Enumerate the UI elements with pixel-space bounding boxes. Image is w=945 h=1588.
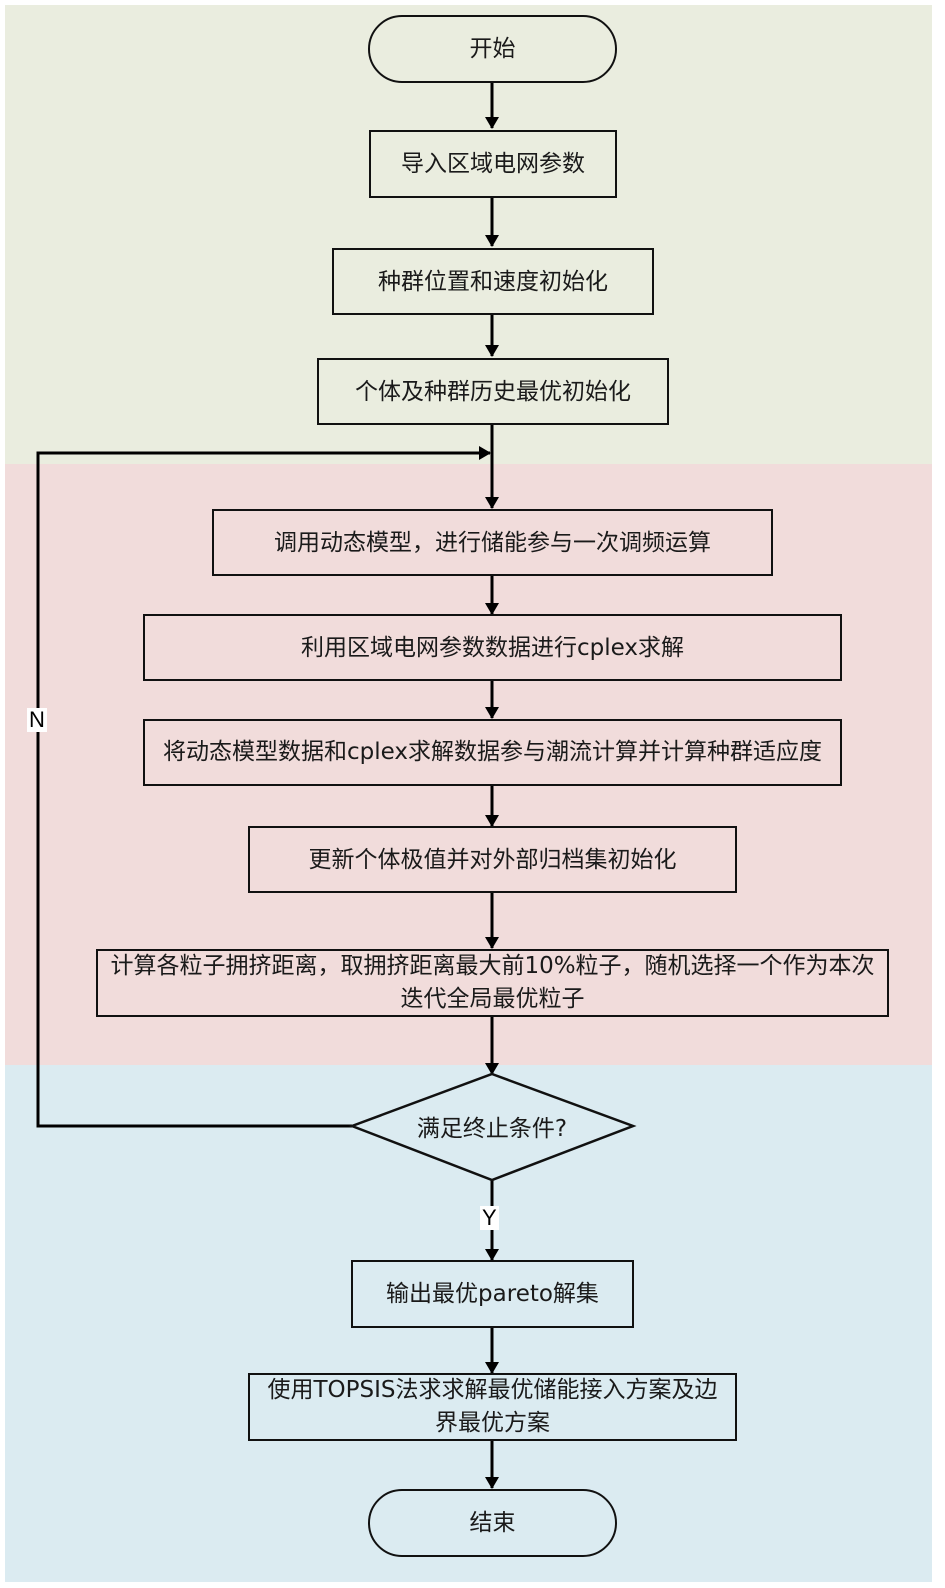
termination-output-band xyxy=(5,1065,932,1582)
call-dynamic-model-step: 调用动态模型，进行储能参与一次调频运算 xyxy=(212,509,773,576)
decision-diamond xyxy=(348,1072,637,1182)
init-population-step: 种群位置和速度初始化 xyxy=(332,248,654,315)
loop-back-connector-no xyxy=(36,446,491,1128)
power-flow-fitness-step: 将动态模型数据和cplex求解数据参与潮流计算并计算种群适应度 xyxy=(143,719,842,786)
import-grid-params-step: 导入区域电网参数 xyxy=(369,130,617,198)
end-terminal: 结束 xyxy=(368,1489,617,1557)
start-terminal: 开始 xyxy=(368,15,617,83)
iteration-loop-band xyxy=(5,464,932,1065)
update-archive-step: 更新个体极值并对外部归档集初始化 xyxy=(248,826,737,893)
init-best-step: 个体及种群历史最优初始化 xyxy=(317,358,669,425)
termination-check-decision: 满足终止条件? xyxy=(416,1116,568,1142)
crowding-distance-step: 计算各粒子拥挤距离，取拥挤距离最大前10%粒子，随机选择一个作为本次迭代全局最优… xyxy=(96,949,889,1017)
output-pareto-step: 输出最优pareto解集 xyxy=(351,1260,634,1328)
no-branch-label: N xyxy=(27,707,47,732)
topsis-step: 使用TOPSIS法求求解最优储能接入方案及边界最优方案 xyxy=(248,1373,737,1441)
cplex-solve-step: 利用区域电网参数数据进行cplex求解 xyxy=(143,614,842,681)
yes-branch-label: Y xyxy=(480,1205,499,1230)
